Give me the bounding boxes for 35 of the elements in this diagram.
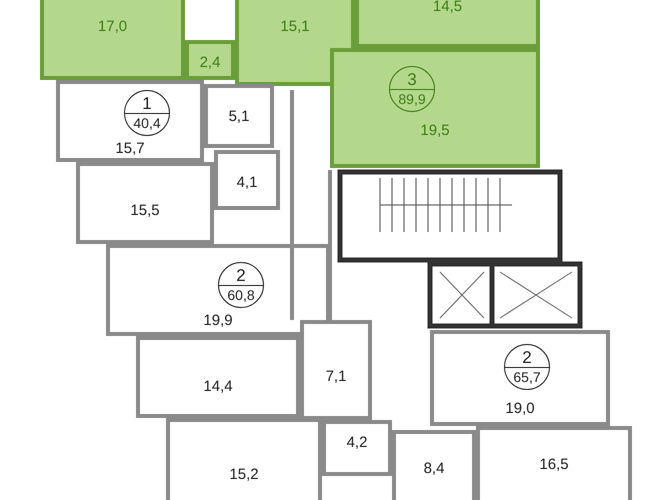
room-area: 5,1 [228, 108, 250, 125]
room-count: 2 [522, 348, 532, 367]
room-count: 3 [407, 70, 417, 89]
apartment-area: 89,9 [390, 89, 434, 108]
room-count: 2 [236, 266, 246, 285]
room-area: 15,7 [115, 140, 145, 157]
room-area: 8,4 [424, 460, 444, 477]
room-area: 4,1 [236, 174, 258, 191]
room [430, 330, 610, 426]
apartment-area: 65,7 [505, 367, 549, 386]
apartment-badge [389, 66, 435, 112]
room [204, 84, 274, 148]
room-area: 7,1 [326, 368, 346, 385]
room-area: 4,2 [346, 434, 368, 451]
room-area: 15,2 [229, 466, 259, 483]
room-area: 15,5 [130, 202, 160, 219]
room [235, 0, 355, 86]
apartment-badge [124, 90, 170, 136]
apartment-badge [218, 262, 264, 308]
room-area: 19,9 [203, 312, 233, 329]
room-count: 1 [142, 94, 152, 113]
apartment-badge [504, 344, 550, 390]
room-area: 19,0 [505, 400, 535, 417]
room [330, 48, 540, 168]
room-area: 14,5 [432, 0, 462, 15]
room-area: 17,0 [98, 18, 128, 35]
room [214, 150, 280, 210]
room-area: 16,5 [539, 456, 569, 473]
room-area: 19,5 [420, 122, 450, 139]
room-area: 15,1 [280, 18, 310, 35]
apartment-area: 60,8 [219, 285, 263, 304]
room [40, 0, 185, 80]
room-area: 14,4 [203, 378, 233, 395]
room-area: 2,4 [200, 54, 220, 71]
apartment-area: 40,4 [125, 113, 169, 132]
